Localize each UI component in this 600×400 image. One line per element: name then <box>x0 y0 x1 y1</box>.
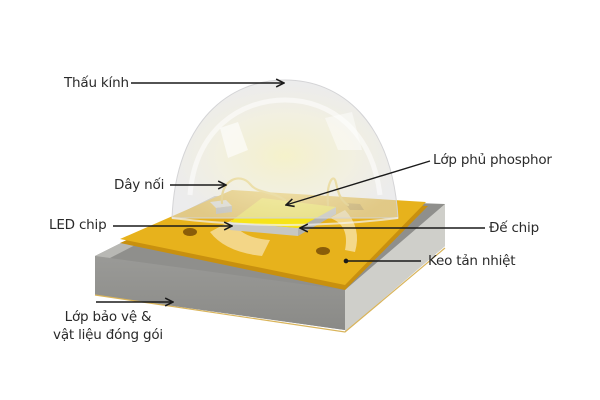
lens-highlight <box>220 122 248 158</box>
base-front-face <box>95 256 345 330</box>
lens-highlight-right <box>325 112 362 150</box>
lens-dome <box>171 79 399 226</box>
mounting-hole-right <box>316 247 330 255</box>
label-bond-wire: Dây nối <box>114 177 165 193</box>
label-protective-layer-line2: vật liệu đóng gói <box>53 327 163 343</box>
label-protective-layer: Lớp bảo vệ & vật liệu đóng gói <box>28 308 188 344</box>
base-side-face <box>345 204 445 332</box>
pad-reflection-right <box>330 210 358 252</box>
lens-inner-ring <box>187 97 383 196</box>
label-chip-substrate: Đế chip <box>489 220 539 236</box>
label-led-chip: LED chip <box>49 217 107 233</box>
label-phosphor-layer: Lớp phủ phosphor <box>433 152 552 168</box>
mounting-hole-left <box>183 228 197 236</box>
arrow-phosphor <box>286 160 431 205</box>
lens-body <box>171 79 399 219</box>
label-thermal-paste: Keo tản nhiệt <box>428 253 516 269</box>
leader-lines <box>96 83 485 302</box>
lens-rim <box>171 217 399 226</box>
chip-side-front <box>230 222 298 236</box>
base-bottom-edge <box>94 247 446 333</box>
label-protective-layer-line1: Lớp bảo vệ & <box>64 309 152 325</box>
label-lens: Thấu kính <box>64 75 129 91</box>
